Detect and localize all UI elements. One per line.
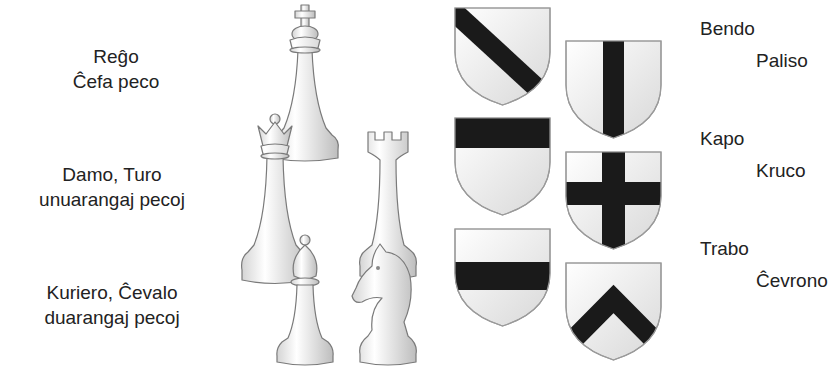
cross-shield bbox=[566, 152, 661, 252]
ordinary-name: Kruco bbox=[756, 160, 806, 182]
piece-name: Reĝo bbox=[93, 46, 138, 68]
ordinary-name: Trabo bbox=[700, 238, 749, 260]
piece-rank: duarangaj pecoj bbox=[44, 307, 179, 329]
piece-rank: Ĉefa peco bbox=[73, 71, 160, 93]
ordinary-name: Bendo bbox=[700, 18, 755, 40]
chief-shield bbox=[455, 118, 550, 215]
ordinary-name: Ĉevrono bbox=[756, 270, 828, 292]
piece-name: Damo, Turo bbox=[62, 164, 161, 186]
bend-shield bbox=[450, 8, 550, 105]
chevron-shield bbox=[560, 263, 667, 360]
pale-shield bbox=[566, 41, 661, 141]
ordinary-name: Paliso bbox=[756, 50, 808, 72]
fess-shield bbox=[455, 229, 550, 326]
knight-piece bbox=[352, 244, 416, 365]
piece-rank: unuarangaj pecoj bbox=[39, 189, 185, 211]
piece-name: Kuriero, Ĉevalo bbox=[47, 282, 178, 304]
ordinary-name: Kapo bbox=[700, 128, 744, 150]
bishop-piece bbox=[277, 235, 333, 365]
